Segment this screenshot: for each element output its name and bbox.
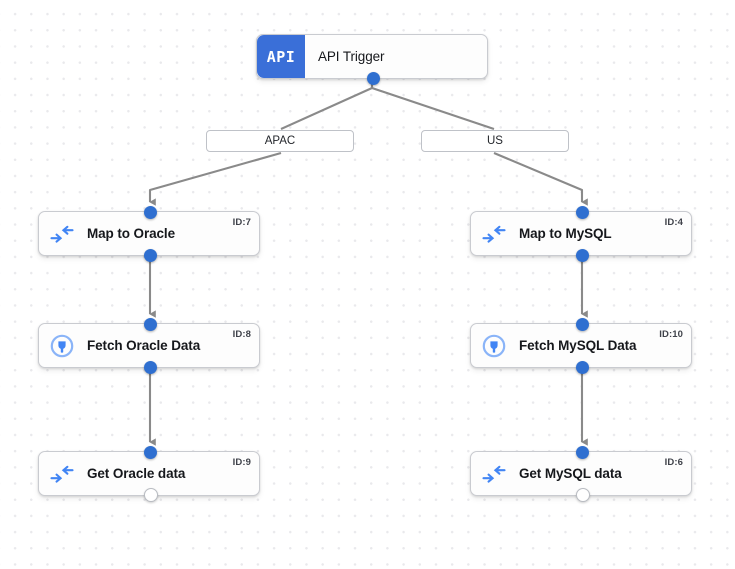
edge-us-map-mysql	[493, 152, 588, 206]
node-fetch-oracle-data[interactable]: Fetch Oracle Data ID:8	[38, 317, 260, 374]
node-id-badge: ID:7	[232, 217, 251, 228]
branch-label-text: US	[487, 135, 503, 147]
input-port[interactable]	[144, 205, 157, 219]
node-fetch-mysql-data[interactable]: Fetch MySQL Data ID:10	[470, 317, 692, 374]
input-port[interactable]	[144, 445, 157, 459]
output-port[interactable]	[144, 248, 157, 262]
node-title: Map to MySQL	[519, 226, 612, 241]
connector-plug-icon	[471, 324, 517, 367]
node-body: Map to Oracle	[39, 212, 259, 255]
node-get-mysql-data[interactable]: Get MySQL data ID:6	[470, 445, 692, 502]
node-title: Get Oracle data	[87, 466, 186, 481]
output-port[interactable]	[144, 360, 157, 374]
input-port[interactable]	[144, 317, 157, 331]
node-title: Fetch MySQL Data	[519, 338, 637, 353]
merge-arrows-icon	[39, 212, 85, 255]
node-title: API Trigger	[318, 49, 385, 64]
output-port[interactable]	[576, 248, 589, 262]
input-port[interactable]	[576, 205, 589, 219]
node-get-oracle-data[interactable]: Get Oracle data ID:9	[38, 445, 260, 502]
merge-arrows-icon	[471, 452, 517, 495]
node-id-badge: ID:8	[232, 329, 251, 340]
node-api-trigger[interactable]: API API Trigger	[256, 34, 488, 85]
output-port-open[interactable]	[144, 487, 158, 502]
connector-plug-icon	[39, 324, 85, 367]
output-port-open[interactable]	[576, 487, 590, 502]
output-port[interactable]	[576, 360, 589, 374]
output-port[interactable]	[367, 71, 380, 85]
node-id-badge: ID:6	[664, 457, 683, 468]
branch-label-us[interactable]: US	[421, 130, 569, 152]
edge-trigger-us	[370, 82, 495, 130]
input-port[interactable]	[576, 317, 589, 331]
merge-arrows-icon	[39, 452, 85, 495]
node-map-to-oracle[interactable]: Map to Oracle ID:7	[38, 205, 260, 262]
node-id-badge: ID:9	[232, 457, 251, 468]
node-id-badge: ID:10	[659, 329, 683, 340]
edge-trigger-apac	[280, 82, 374, 130]
edge-apac-map-oracle	[148, 151, 282, 206]
node-title: Map to Oracle	[87, 226, 175, 241]
node-body: Fetch Oracle Data	[39, 324, 259, 367]
node-title: Get MySQL data	[519, 466, 622, 481]
api-badge-text: API	[266, 47, 296, 66]
node-id-badge: ID:4	[664, 217, 683, 228]
branch-label-text: APAC	[264, 135, 296, 147]
node-body: Fetch MySQL Data	[471, 324, 691, 367]
merge-arrows-icon	[471, 212, 517, 255]
node-body: Map to MySQL	[471, 212, 691, 255]
node-body: API API Trigger	[257, 35, 487, 78]
node-title: Fetch Oracle Data	[87, 338, 201, 353]
branch-label-apac[interactable]: APAC	[206, 130, 354, 152]
api-badge-icon: API	[257, 35, 305, 78]
node-map-to-mysql[interactable]: Map to MySQL ID:4	[470, 205, 692, 262]
input-port[interactable]	[576, 445, 589, 459]
